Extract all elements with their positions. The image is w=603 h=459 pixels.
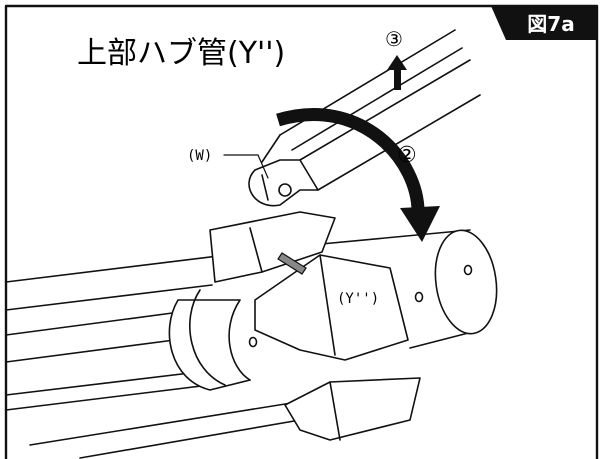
label-y: (Y'') xyxy=(337,291,379,307)
label-w-leader xyxy=(223,154,269,179)
label-w: (W) xyxy=(187,148,212,164)
lift-arrow xyxy=(387,55,407,90)
lower-hub-tube xyxy=(5,211,498,459)
upper-hub-tube xyxy=(248,29,481,207)
page-title: 上部ハブ管(Y'') xyxy=(77,36,285,71)
figure-badge: 図7a xyxy=(491,6,597,40)
figure-frame xyxy=(4,4,599,459)
rotation-arrow xyxy=(276,108,440,242)
figure-badge-text: 図7a xyxy=(527,12,574,36)
step-3-label: ③ xyxy=(385,27,403,51)
step-2-label: ② xyxy=(397,143,417,168)
